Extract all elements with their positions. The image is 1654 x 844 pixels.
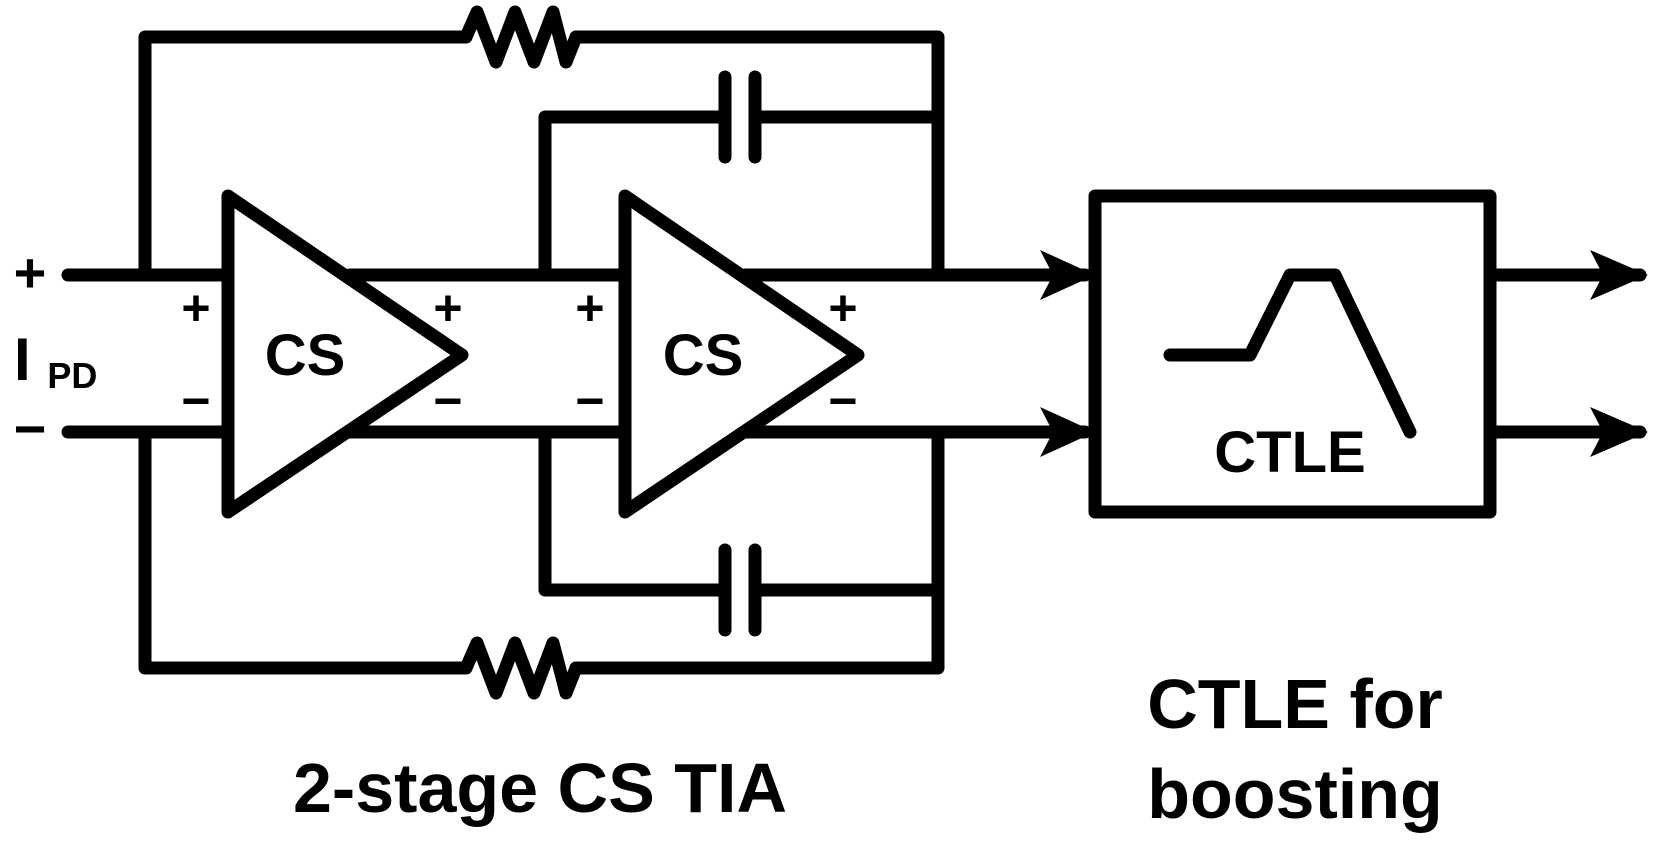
arrow-into-ctle-bottom (1040, 407, 1095, 457)
feedback-capacitor-bottom-wiring (538, 425, 945, 597)
feedback-resistor-bottom-wiring (138, 425, 945, 675)
ctle-block-label: CTLE (1214, 420, 1365, 485)
stage2-input-minus: − (575, 373, 604, 429)
arrow-output-top (1590, 250, 1648, 300)
stage2-label: CS (663, 323, 744, 388)
cs-amplifier-stage1 (221, 189, 469, 519)
photodiode-current-label: I PD (14, 326, 97, 396)
capacitor-bottom-icon (718, 543, 762, 637)
stage2-output-plus: + (828, 280, 857, 336)
tia-caption: 2-stage CS TIA (293, 749, 787, 827)
feedback-capacitor-top-wiring (538, 110, 945, 282)
capacitor-top-icon (718, 70, 762, 164)
stage1-input-plus: + (181, 280, 210, 336)
stage1-input-minus: − (181, 373, 210, 429)
input-plus-sign: + (14, 241, 47, 304)
feedback-resistor-top-wiring (138, 30, 945, 282)
input-minus-sign: − (14, 397, 47, 460)
resistor-bottom-icon (459, 636, 583, 700)
ctle-caption-line2: boosting (1147, 755, 1442, 833)
current-symbol: I (14, 326, 31, 393)
ctle-caption-line1: CTLE for (1147, 665, 1443, 743)
ctle-block (1088, 189, 1497, 519)
stage2-output-minus: − (828, 373, 857, 429)
resistor-top-icon (459, 5, 583, 69)
current-subscript: PD (47, 355, 97, 396)
cs-amplifier-stage2 (618, 189, 865, 519)
stage2-input-plus: + (575, 280, 604, 336)
arrow-into-ctle-top (1040, 250, 1095, 300)
stage1-output-minus: − (433, 373, 462, 429)
arrow-output-bottom (1590, 407, 1648, 457)
stage1-output-plus: + (433, 280, 462, 336)
ctle-frequency-response-icon (1163, 268, 1417, 439)
stage1-label: CS (265, 323, 346, 388)
